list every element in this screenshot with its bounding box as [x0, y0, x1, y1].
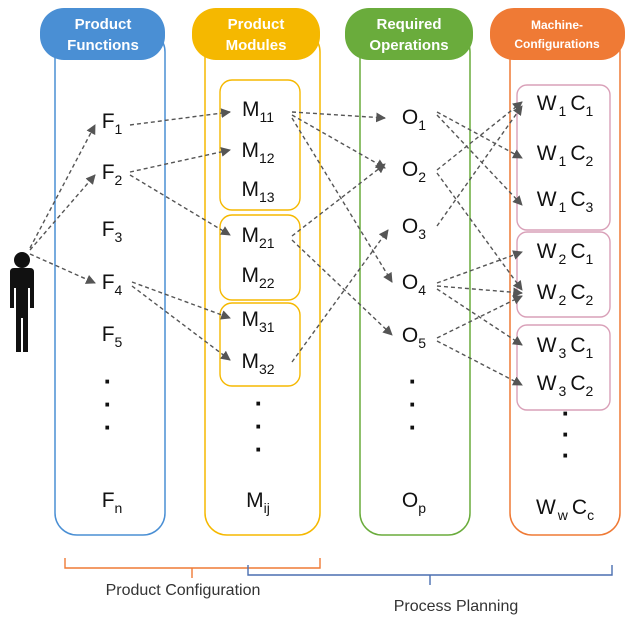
machines-header: Machine- Configurations: [490, 8, 625, 60]
function-f4: F4: [102, 271, 123, 298]
arrow-m21-o2: [291, 163, 386, 237]
arrow-m32-o3: [291, 229, 389, 363]
operations-header: Required Operations: [345, 8, 473, 60]
module-m11: M11: [242, 98, 274, 125]
module-m32: M32: [241, 350, 274, 377]
arrows: [29, 101, 523, 386]
modules-ellipsis-3: ·: [255, 434, 264, 464]
arrow-actor-f1: [29, 124, 96, 249]
machine-group-2: [516, 231, 611, 318]
product-configuration-brace: [64, 558, 321, 578]
operation-o3: O3: [402, 215, 426, 242]
machines-ellipsis-3: ·: [562, 440, 571, 470]
machines-ellipsis-1: ·: [562, 398, 571, 428]
module-m21: M21: [241, 224, 274, 251]
product-configuration-label: Product Configuration: [106, 582, 261, 599]
modules-header: Product Modules: [192, 8, 320, 60]
operation-op: Op: [402, 489, 426, 516]
process-planning-label: Process Planning: [394, 598, 519, 615]
functions-header-line1: Product: [75, 16, 132, 33]
machines-ellipsis-2: ·: [562, 419, 571, 449]
functions-ellipsis-2: ·: [104, 389, 113, 419]
machine-group-3: [516, 324, 611, 411]
module-group-2: [219, 214, 301, 301]
process-planning-brace: [247, 565, 613, 585]
functions-header-line2: Functions: [67, 37, 139, 54]
function-fn: Fn: [102, 489, 123, 516]
operations-ellipsis-3: ·: [409, 412, 418, 442]
arrow-actor-f2: [29, 174, 96, 251]
machines-header-line2: Configurations: [514, 37, 600, 51]
modules-ellipsis-2: ·: [255, 411, 264, 441]
module-group-1: [219, 79, 301, 211]
operation-o2: O2: [402, 158, 426, 185]
arrow-f1-m11: [129, 108, 231, 126]
functions-items: F1 F2 F3 F4 F5 · · · Fn: [102, 110, 123, 516]
operation-o5: O5: [402, 324, 426, 351]
module-m13: M13: [241, 178, 274, 205]
modules-ellipsis-1: ·: [255, 388, 264, 418]
functions-header: Product Functions: [40, 8, 165, 60]
arrow-f2-m21: [129, 174, 231, 236]
operations-header-line1: Required: [376, 16, 441, 33]
module-m22: M22: [241, 264, 274, 291]
module-m12: M12: [241, 139, 274, 166]
operations-ellipsis-2: ·: [409, 389, 418, 419]
arrow-o5-w2c2: [436, 295, 523, 339]
arrow-o4-w2c2: [436, 285, 523, 298]
operations-ellipsis-1: ·: [409, 366, 418, 396]
module-mij: Mij: [246, 489, 270, 516]
arrow-f4-m32: [131, 285, 231, 361]
functions-ellipsis-3: ·: [104, 412, 113, 442]
arrow-o1-w1c2: [436, 111, 523, 159]
arrow-m11-o2: [291, 114, 386, 169]
function-f3: F3: [102, 218, 123, 245]
modules-header-line2: Modules: [226, 37, 287, 54]
arrow-f2-m12: [129, 147, 231, 173]
machines-header-line1: Machine-: [531, 18, 583, 32]
function-f1: F1: [102, 110, 123, 137]
arrow-actor-f4: [29, 253, 96, 284]
arrow-o4-w3c1: [436, 288, 523, 346]
modules-header-line1: Product: [228, 16, 285, 33]
arrow-o4-w2c1: [436, 250, 523, 284]
operations-items: O1 O2 O3 O4 O5 · · · Op: [402, 106, 426, 516]
arrow-m21-o5: [291, 239, 393, 336]
arrow-f4-m31: [131, 281, 231, 320]
operations-header-line2: Operations: [369, 37, 448, 54]
operation-o1: O1: [402, 106, 426, 133]
function-f2: F2: [102, 161, 123, 188]
function-f5: F5: [102, 323, 123, 350]
module-m31: M31: [241, 308, 274, 335]
functions-ellipsis-1: ·: [104, 366, 113, 396]
arrow-m11-o1: [291, 111, 386, 123]
person-icon: [10, 252, 34, 352]
arrow-m11-o4: [291, 117, 393, 283]
operation-o4: O4: [402, 271, 426, 298]
arrow-o2-w2c2: [436, 172, 523, 291]
modules-items: M11 M12 M13 M21 M22 M31 M32 · · · Mij: [241, 98, 274, 516]
arrow-o5-w3c2: [436, 340, 523, 386]
module-group-3: [219, 302, 301, 387]
arrow-o3-w1c1: [436, 105, 523, 227]
